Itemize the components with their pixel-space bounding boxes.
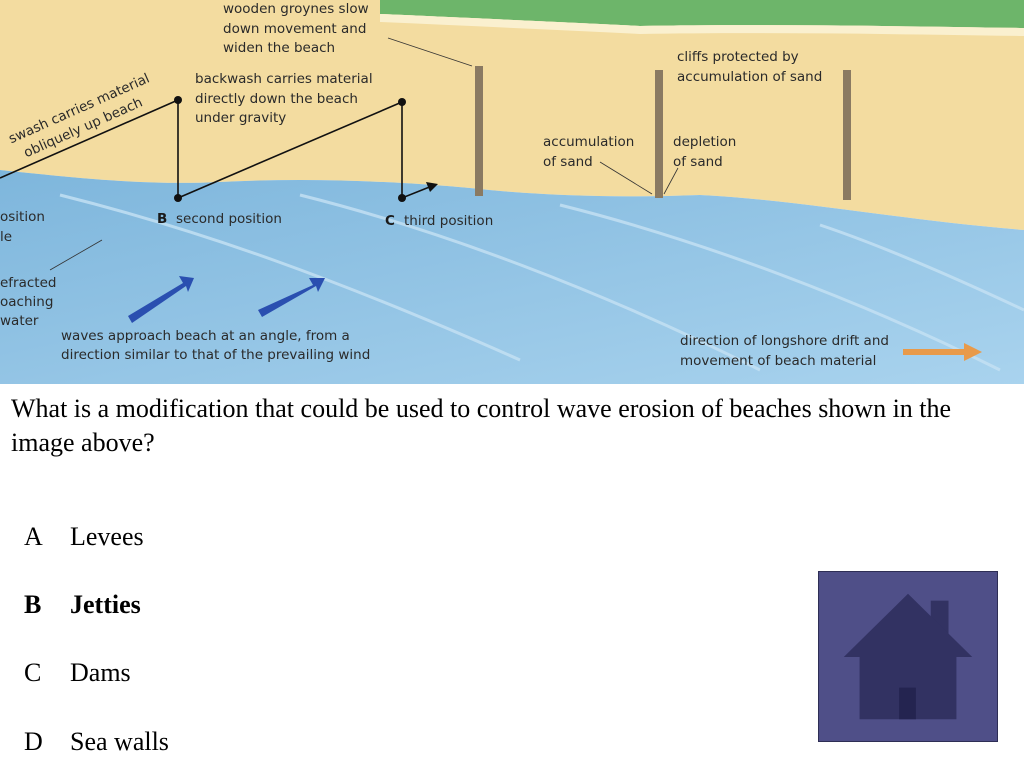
longshore-drift-label: direction of longshore drift and movemen… (680, 333, 893, 369)
particle-path (0, 98, 433, 200)
leader-lines (49, 37, 679, 271)
option-letter: D (24, 727, 43, 756)
point-b2-dot (398, 98, 406, 106)
second-position-letter: B (157, 211, 167, 227)
path-arrowhead (426, 182, 438, 192)
option-text: Dams (70, 658, 131, 687)
depletion-label: depletion of sand (673, 134, 741, 170)
groynes (475, 66, 851, 200)
option-b[interactable]: B Jetties (11, 560, 141, 620)
point-a-dot (174, 96, 182, 104)
option-letter: A (24, 522, 43, 551)
accumulation-label: accumulation of sand (543, 134, 639, 170)
question-text: What is a modification that could be use… (11, 394, 952, 457)
waves-label: waves approach beach at an angle, from a… (61, 328, 370, 363)
groynes-label: wooden groynes slow down movement and wi… (223, 1, 373, 56)
home-button[interactable] (818, 571, 998, 742)
option-text: Sea walls (70, 727, 169, 756)
point-c-dot (398, 194, 406, 202)
third-position-label: third position (404, 213, 493, 229)
option-text: Levees (70, 522, 144, 551)
longshore-drift-diagram: wooden groynes slow down movement and wi… (0, 0, 1024, 384)
option-letter: C (24, 658, 42, 687)
wave-crests (59, 193, 1024, 372)
option-text: Jetties (70, 590, 141, 619)
sea-area (0, 170, 1024, 384)
option-c[interactable]: C Dams (11, 628, 131, 688)
refracted-water-label: efracted oaching water (0, 275, 61, 329)
option-letter: B (24, 590, 42, 619)
point-b-dot (174, 194, 182, 202)
second-position-label: second position (176, 211, 282, 227)
cliffs-label: cliffs protected by accumulation of sand (677, 49, 822, 85)
house-icon (843, 593, 973, 720)
beach-sand (0, 0, 1024, 230)
option-d[interactable]: D Sea walls (11, 697, 169, 757)
third-position-letter: C (385, 213, 395, 229)
option-a[interactable]: A Levees (11, 492, 144, 552)
longshore-drift-arrow (903, 343, 982, 361)
backwash-label: backwash carries material directly down … (195, 71, 377, 126)
wave-direction-arrows (128, 276, 325, 323)
grass-area (380, 0, 1024, 28)
first-position-label: osition le (0, 209, 49, 245)
